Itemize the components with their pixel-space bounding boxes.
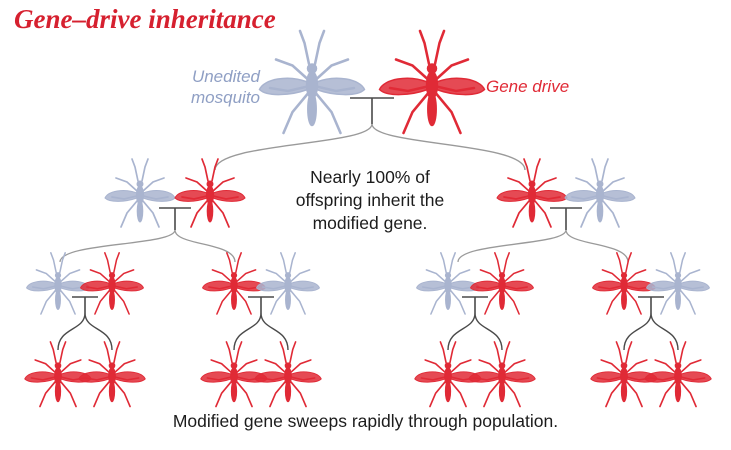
gen4-pair1-right-mosquito-icon: [77, 341, 147, 408]
gen3-pair3-left-mosquito-icon: [415, 252, 481, 315]
gen2-pair1-arch-right: [174, 229, 236, 263]
note-line1: Nearly 100% of: [310, 167, 430, 187]
gen4-pair4-left-mosquito-icon: [589, 341, 659, 408]
gen2-arch-left: [214, 123, 373, 171]
gen3-pair1-fork-left: [57, 312, 86, 351]
unedited-label-line1: Unedited: [191, 67, 260, 86]
gen4-pair3-right-mosquito-icon: [467, 341, 537, 408]
gen3-pair2-left-mosquito-icon: [201, 252, 267, 315]
gen4-pair4-right-mosquito-icon: [643, 341, 713, 408]
unedited-mosquito-label: Unedited mosquito: [168, 66, 260, 108]
gen2-pair1-left-mosquito-icon: [104, 158, 176, 228]
diagram-title: Gene–drive inheritance: [14, 4, 276, 34]
gen3-pair4-fork-left: [623, 312, 652, 351]
gen2-pair2-right-mosquito-icon: [564, 158, 636, 228]
gen3-pair4-right-mosquito-icon: [645, 252, 711, 315]
gen3-pair3-right-mosquito-icon: [469, 252, 535, 315]
gene-drive-label: Gene drive: [486, 77, 570, 96]
parent-gene-drive-mosquito-icon: [378, 29, 486, 135]
gen3-pair1-left-mosquito-icon: [25, 252, 91, 315]
gen2-arch-right: [371, 123, 526, 171]
gen3-pair3-fork-right: [474, 312, 503, 351]
gen4-pair3-left-mosquito-icon: [413, 341, 483, 408]
gen3-pair2-fork-right: [260, 312, 289, 351]
gen3-pair4-fork-right: [650, 312, 679, 351]
gen2-pair2-arch-right: [565, 229, 629, 263]
gen4-pair2-right-mosquito-icon: [253, 341, 323, 408]
gen3-pair1-right-mosquito-icon: [79, 252, 145, 315]
gen2-pair1-right-mosquito-icon: [174, 158, 246, 228]
parent-unedited-mosquito-icon: [258, 29, 366, 135]
diagram-caption: Modified gene sweeps rapidly through pop…: [172, 411, 559, 431]
gen3-pair2-right-mosquito-icon: [255, 252, 321, 315]
gen3-pair2-fork-left: [233, 312, 262, 351]
gen2-pair2-left-mosquito-icon: [496, 158, 568, 228]
note-line3: modified gene.: [312, 213, 428, 233]
inheritance-note: Nearly 100% of offspring inherit the mod…: [270, 166, 470, 235]
note-line2: offspring inherit the: [295, 190, 445, 210]
gen3-pair1-fork-right: [84, 312, 113, 351]
unedited-label-line2: mosquito: [191, 88, 260, 107]
gen3-pair3-fork-left: [447, 312, 476, 351]
gen4-pair2-left-mosquito-icon: [199, 341, 269, 408]
gen3-pair4-left-mosquito-icon: [591, 252, 657, 315]
gen4-pair1-left-mosquito-icon: [23, 341, 93, 408]
gen2-pair2-arch-left: [457, 229, 567, 263]
